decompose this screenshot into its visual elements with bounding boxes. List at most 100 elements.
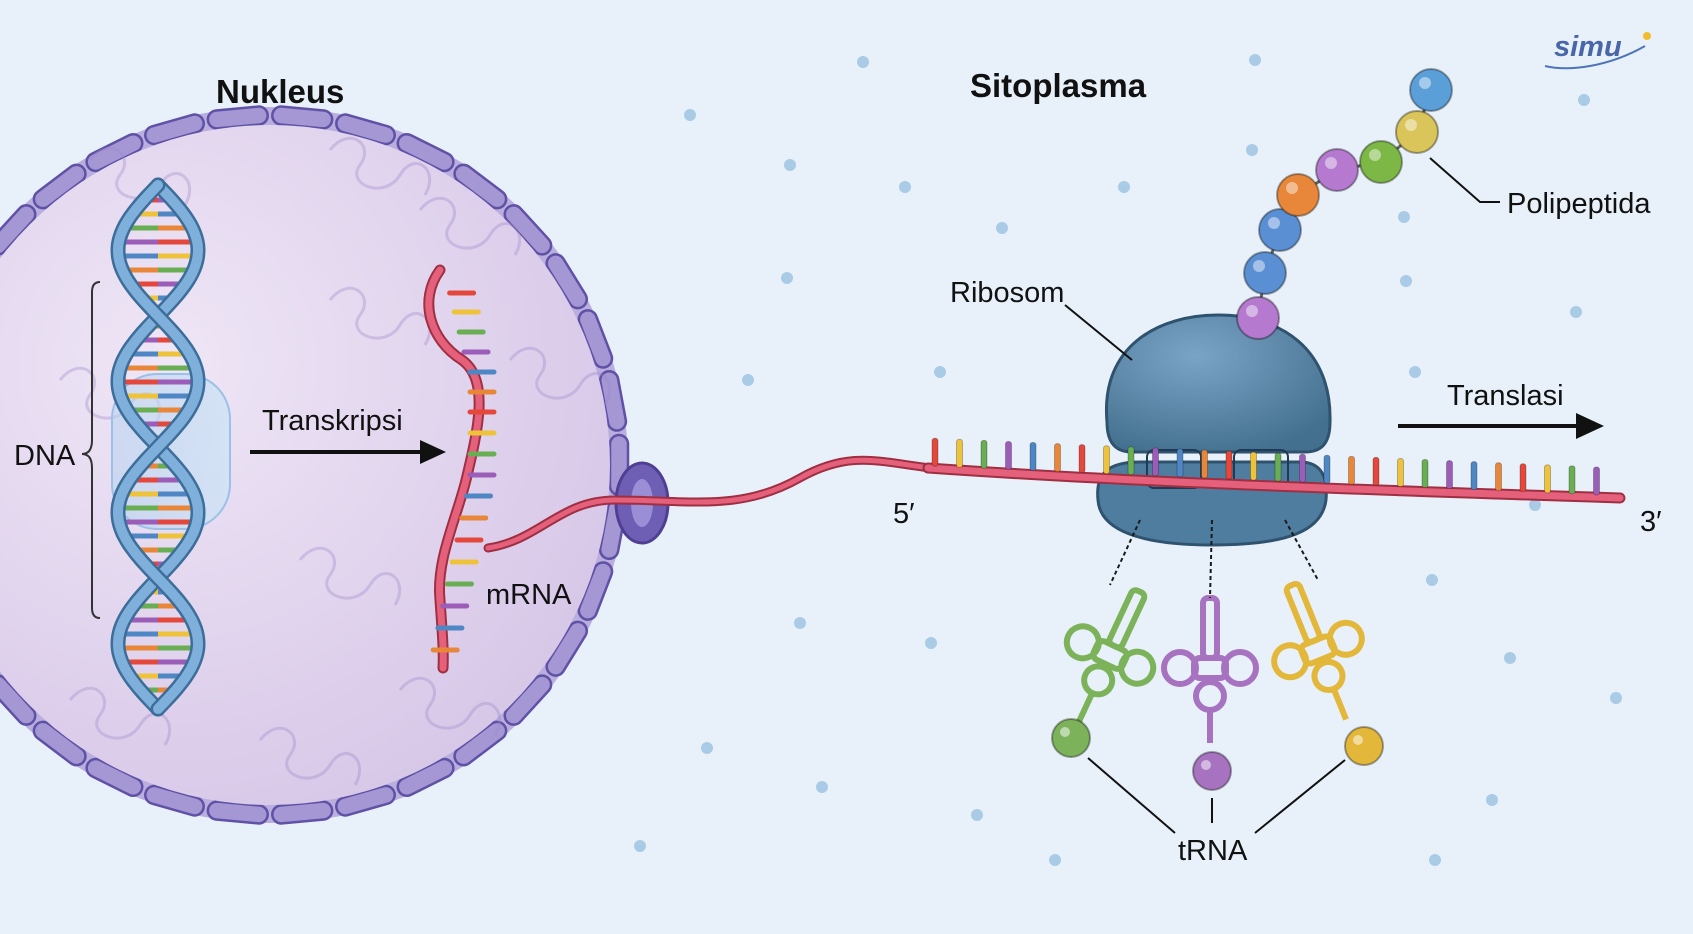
dna-backbone-b — [112, 180, 204, 714]
cytoplasm-particle — [934, 366, 946, 378]
chromatin-fiber — [328, 286, 432, 346]
mrna-codon-base — [1176, 448, 1184, 478]
mrna-codon-base — [1005, 440, 1012, 470]
chromatin-texture — [58, 136, 612, 786]
chromatin-fiber — [418, 196, 522, 256]
amino-acid-highlight — [1286, 182, 1298, 194]
mrna-codon-base — [1372, 456, 1380, 486]
cytoplasm-particle — [816, 781, 828, 793]
trna-core — [1191, 655, 1229, 681]
trna-label: tRNA — [1178, 835, 1248, 867]
chromatin-fiber — [68, 686, 172, 746]
trna-yellow — [1271, 580, 1365, 721]
nuclear-envelope-segment — [598, 369, 628, 432]
mrna-strand-cytoplasm — [922, 437, 1626, 504]
nuclear-envelope-segment — [453, 163, 508, 210]
mrna-codon-base — [1029, 442, 1037, 472]
mrna-codon-base — [1470, 461, 1478, 491]
cytoplasm-particle — [1118, 181, 1130, 193]
cytoplasm-particle — [1426, 574, 1438, 586]
cytoplasm-particle — [1504, 652, 1516, 664]
cytoplasm-particle — [794, 617, 806, 629]
trna-codon-pairing — [1109, 519, 1141, 586]
transcription-label: Transkripsi — [262, 405, 403, 437]
trna-group — [1051, 519, 1384, 791]
trna-acceptor-stem — [1075, 691, 1095, 725]
mrna-codon-base — [1544, 464, 1551, 494]
amino-acid-highlight — [1369, 149, 1381, 161]
nuclear-envelope-segments — [0, 105, 630, 825]
mrna-codon-base — [1593, 466, 1600, 496]
cytoplasm-particle — [925, 637, 937, 649]
amino-acid-purple — [1192, 751, 1232, 791]
chromatin-fiber — [328, 136, 432, 196]
amino-acid-bead — [1236, 296, 1280, 340]
mrna-codon-base — [956, 438, 963, 468]
trna-codon-pairing — [1284, 519, 1319, 581]
amino-acid-bead — [1276, 173, 1320, 217]
amino-acid-bead — [1409, 68, 1453, 112]
trna-purple — [1161, 595, 1259, 743]
cytoplasm-particle — [1578, 94, 1590, 106]
nuclear-envelope-segment — [32, 163, 87, 210]
mrna-codon-base — [1299, 453, 1306, 483]
cytoplasm-particle — [742, 374, 754, 386]
mrna-codon-base — [1103, 445, 1110, 475]
amino-acid-green — [1051, 718, 1091, 758]
cytoplasm-particle — [1570, 306, 1582, 318]
amino-acid-yellow — [1344, 726, 1384, 766]
mrna-export — [485, 457, 933, 551]
translation-label: Translasi — [1447, 380, 1564, 412]
mrna-strand-nucleus — [423, 264, 497, 674]
nuclear-envelope-segment — [453, 720, 508, 767]
cytoplasm-particle — [1049, 854, 1061, 866]
mrna-codon-base — [1250, 451, 1257, 481]
mrna-codon-base — [1225, 450, 1233, 480]
amino-acid-bead — [1315, 148, 1359, 192]
five-prime-label: 5′ — [893, 498, 915, 530]
translation-arrow — [1398, 413, 1604, 439]
mrna-label: mRNA — [486, 579, 572, 611]
cytoplasm-particle — [1398, 211, 1410, 223]
polypeptide-label: Polipeptida — [1507, 188, 1651, 220]
chromatin-fiber — [298, 546, 402, 606]
cytoplasm-particle — [1400, 275, 1412, 287]
chromatin-fiber — [508, 346, 612, 406]
mrna-codon-base — [931, 437, 939, 467]
transcription-arrow — [250, 440, 446, 464]
mrna-codon-base — [1495, 462, 1502, 492]
amino-acid-highlight — [1325, 157, 1337, 169]
dna-label: DNA — [14, 440, 76, 472]
chromatin-fiber — [398, 676, 502, 736]
mrna-codon-base — [1078, 444, 1086, 474]
simu-logo: simu — [1544, 31, 1651, 70]
cytoplasm-particle — [634, 840, 646, 852]
cytoplasm-particle — [684, 109, 696, 121]
cytoplasm-particle — [701, 742, 713, 754]
mrna-codon-base — [1397, 457, 1404, 487]
mrna-codon-base — [980, 439, 988, 469]
mrna-codon-base — [1201, 449, 1208, 479]
ribosome-label: Ribosom — [950, 277, 1064, 309]
cytoplasm-particle — [1429, 854, 1441, 866]
amino-acid-highlight — [1253, 260, 1265, 272]
mrna-codon-base — [1054, 443, 1061, 473]
cytoplasm-particle — [996, 222, 1008, 234]
mrna-codon-base — [1274, 452, 1282, 482]
mrna-codon-base — [1519, 463, 1527, 493]
mrna-codon-base — [1421, 459, 1429, 489]
cytoplasm-label: Sitoplasma — [970, 67, 1147, 104]
amino-acid-highlight — [1268, 217, 1280, 229]
ribosome-leader-line — [1064, 304, 1133, 361]
amino-acid-bead — [1243, 251, 1287, 295]
nucleus-label: Nukleus — [216, 73, 344, 110]
amino-acid-highlight — [1405, 119, 1417, 131]
amino-acid-highlight — [1201, 760, 1211, 770]
cytoplasm-particle — [1409, 366, 1421, 378]
logo-dot-icon — [1643, 32, 1651, 40]
cytoplasm-particles — [634, 54, 1622, 866]
polypeptide-leader-line — [1429, 157, 1500, 203]
amino-acid-highlight — [1060, 727, 1070, 737]
trna-codon-pairing — [1209, 519, 1213, 599]
